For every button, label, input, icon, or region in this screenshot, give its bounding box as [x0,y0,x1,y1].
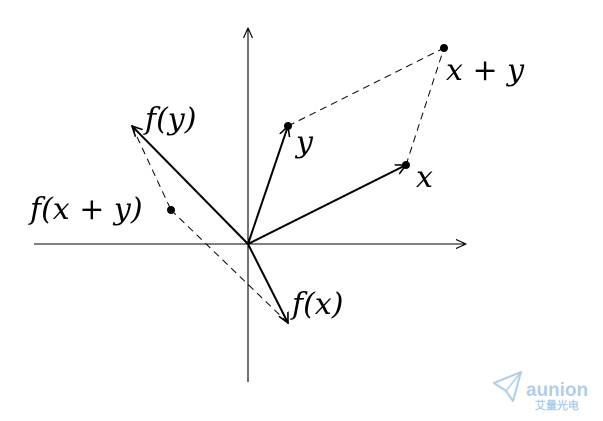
watermark-subtitle: 艾量光电 [535,398,579,412]
dashed-edge-x-to-sum [405,47,445,166]
label-f-y: f(y) [143,102,196,137]
label-x: x [416,160,433,195]
vector-y [247,125,288,245]
label-x-plus-y: x + y [446,53,525,88]
vector-f-y [131,125,249,245]
paper-plane-icon [493,371,522,402]
dashed-edge-fx-to-fsum [170,209,289,324]
vector-f-x [247,243,289,324]
dashed-edge-fy-to-fsum [131,125,172,211]
vector-x [247,164,407,245]
point-y [284,122,292,130]
label-f-x: f(x) [290,287,343,322]
point-x [402,161,410,169]
point-x-plus-y [440,44,448,52]
watermark-brand: aunion [526,380,588,401]
dashed-edge-y-to-sum [287,47,445,127]
label-f-x-plus-y: f(x + y) [28,192,143,227]
point-f-x-plus-y [167,206,175,214]
watermark: aunion 艾量光电 [493,371,588,412]
label-y: y [294,125,314,160]
